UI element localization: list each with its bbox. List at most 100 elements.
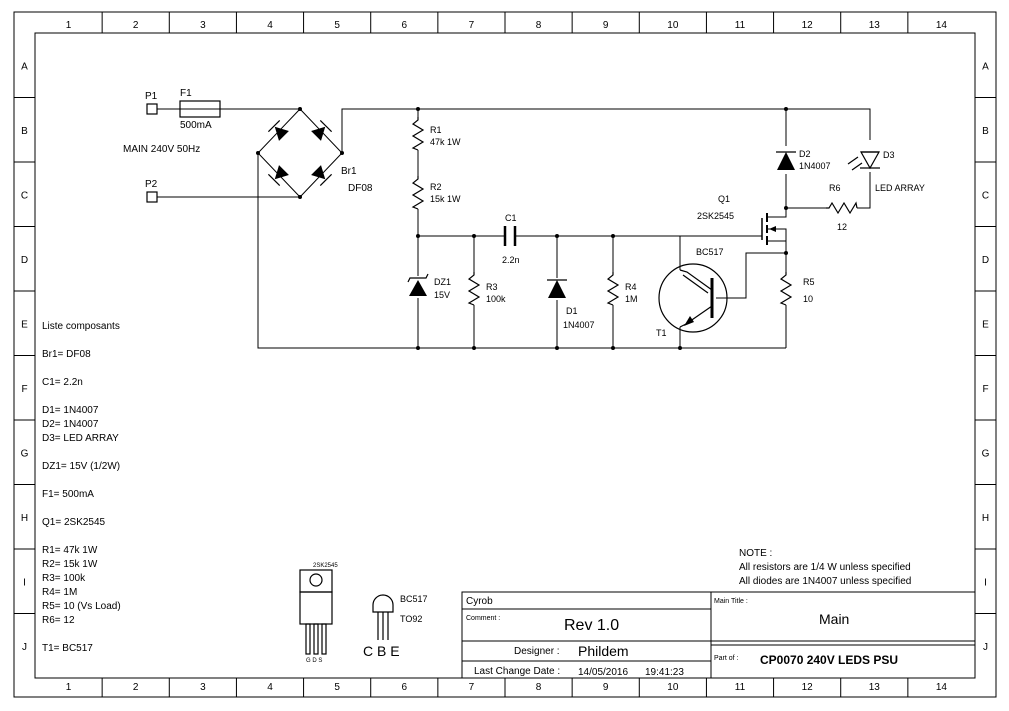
note-line: All resistors are 1/4 W unless specified [739,562,911,573]
column-label: 6 [402,682,408,693]
parts-list-line: Br1= DF08 [42,349,91,360]
row-label: I [984,577,987,588]
column-label: 2 [133,682,139,693]
row-label: D [21,255,28,266]
mains-label: MAIN 240V 50Hz [123,144,200,155]
q1-value: 2SK2545 [697,211,734,221]
column-label: 8 [536,682,542,693]
wiring [257,107,871,350]
resistor-r6: R6 12 [826,183,858,232]
column-label: 13 [869,20,881,31]
transistor-t1: BC517 T1 [656,247,728,338]
column-label: 9 [603,20,609,31]
row-label: C [982,190,989,201]
r2-value: 15k 1W [430,194,461,204]
row-label: D [982,255,989,266]
to92-pins: C B E [363,643,400,659]
column-label: 5 [334,20,340,31]
row-label: C [21,190,28,201]
parts-list-title: Liste composants [42,321,120,332]
r6-ref: R6 [829,183,841,193]
column-label: 14 [936,20,948,31]
d1-value: 1N4007 [563,320,595,330]
parts-list-line: D2= 1N4007 [42,419,99,430]
parts-list-line: C1= 2.2n [42,377,83,388]
r6-value: 12 [837,222,847,232]
t1-value: BC517 [696,247,724,257]
column-label: 3 [200,20,206,31]
bridge-rectifier-br1: Br1 DF08 [256,107,373,199]
diode-d1: D1 1N4007 [547,279,595,330]
column-label: 11 [735,682,746,693]
comment-value: Rev 1.0 [564,617,619,634]
row-label: E [982,319,989,330]
to220-name: 2SK2545 [313,563,338,569]
terminal-p1 [146,103,158,115]
r4-value: 1M [625,294,638,304]
row-label: F [982,384,988,395]
parts-list-line: R3= 100k [42,573,86,584]
parts-list-line: T1= BC517 [42,643,93,654]
column-label: 9 [603,682,609,693]
resistor-r5: R5 10 [779,272,815,306]
notes: NOTE : All resistors are 1/4 W unless sp… [739,548,911,587]
r2-ref: R2 [430,182,442,192]
resistor-r4: R4 1M [606,272,638,306]
c1-value: 2.2n [502,255,520,265]
part-of-value: CP0070 240V LEDS PSU [760,653,898,667]
parts-list-line: F1= 500mA [42,489,94,500]
column-label: 7 [469,20,475,31]
column-label: 6 [402,20,408,31]
d1-ref: D1 [566,306,578,316]
change-date-label: Last Change Date : [474,666,560,677]
row-label: H [982,513,989,524]
company-name: Cyrob [466,596,493,607]
f1-ref: F1 [180,88,192,99]
row-label: F [21,384,27,395]
r3-value: 100k [486,294,506,304]
column-label: 4 [267,682,273,693]
capacitor-c1: C1 2.2n [502,213,520,265]
row-label: I [23,577,26,588]
column-label: 10 [667,20,679,31]
column-label: 1 [66,682,72,693]
column-label: 5 [334,682,340,693]
r3-ref: R3 [486,282,498,292]
title-block: Cyrob Comment : Rev 1.0 Designer : Phild… [461,591,976,679]
parts-list-line: DZ1= 15V (1/2W) [42,461,120,472]
row-label: G [21,448,29,459]
to92-name: BC517 [400,594,428,604]
column-label: 12 [802,20,814,31]
row-label: A [982,61,989,72]
resistor-r2: R2 15k 1W [411,176,461,210]
d2-ref: D2 [799,149,811,159]
d3-ref: D3 [883,150,895,160]
row-label: G [982,448,990,459]
column-label: 10 [667,682,679,693]
br1-ref: Br1 [341,166,357,177]
note-title: NOTE : [739,548,772,559]
row-label: J [22,642,27,653]
br1-value: DF08 [348,183,373,194]
r1-ref: R1 [430,125,442,135]
package-to92: BC517 TO92 C B E [363,594,428,659]
part-of-label: Part of : [714,655,739,662]
column-label: 12 [802,682,814,693]
column-label: 14 [936,682,948,693]
parts-list-line: Q1= 2SK2545 [42,517,106,528]
parts-list-line: R2= 15k 1W [42,559,98,570]
row-label: E [21,319,28,330]
t1-ref: T1 [656,328,667,338]
terminal-p2 [146,191,158,203]
row-label: B [982,126,989,137]
column-label: 11 [735,20,746,31]
d2-value: 1N4007 [799,161,831,171]
parts-list-line: R6= 12 [42,615,75,626]
row-label: A [21,61,28,72]
row-label: B [21,126,28,137]
